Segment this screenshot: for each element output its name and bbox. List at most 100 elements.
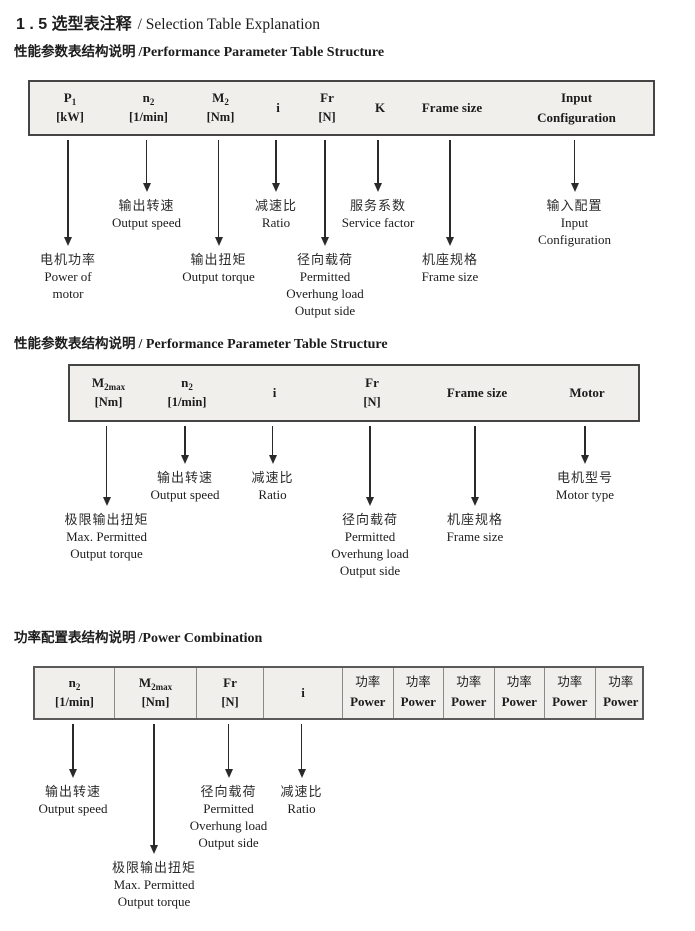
down-arrow-icon [471, 497, 479, 506]
down-arrow-icon [150, 845, 158, 854]
column-symbol: i [276, 99, 280, 115]
column-symbol: Motor [569, 384, 605, 400]
down-arrow-icon [374, 183, 382, 192]
performance-table-diagram-1: P1 [kW] n2 [1/min] M2 [Nm] i Fr [N] K [28, 80, 655, 320]
column-symbol: M2max [91, 375, 126, 393]
column-unit: [1/min] [129, 109, 168, 124]
column-unit: [N] [363, 394, 381, 409]
header-cell-fr: Fr [N] [197, 668, 264, 718]
header-cell-m2: M2 [Nm] [187, 82, 254, 134]
header-cell-n2: n2 [1/min] [35, 668, 115, 718]
column-symbol: Input [560, 90, 593, 106]
down-arrow-icon [64, 237, 72, 246]
down-arrow [72, 724, 74, 770]
down-arrow-icon [181, 455, 189, 464]
header-cell-p1: P1 [kW] [30, 82, 110, 134]
column-unit: [N] [318, 109, 336, 124]
column-unit: [Nm] [206, 109, 235, 124]
column-symbol: i [272, 384, 277, 400]
down-arrow [67, 140, 69, 238]
down-arrow-icon [214, 237, 223, 246]
down-arrow [474, 426, 476, 498]
header-cell-motor: Motor [532, 366, 642, 420]
section-heading-en: /Performance Parameter Table Structure [138, 45, 385, 60]
header-cell-n2: n2 [1/min] [147, 366, 227, 420]
column-symbol: n2 [68, 675, 81, 693]
header-cell-fr: Fr [N] [322, 366, 422, 420]
header-cell-frame-size: Frame size [422, 366, 532, 420]
down-arrow [369, 426, 371, 498]
down-arrow-icon [321, 237, 329, 246]
down-arrow-icon [297, 769, 306, 778]
performance-table-diagram-2: M2max [Nm] n2 [1/min] i Fr [N] Frame siz… [65, 364, 640, 580]
column-unit: [Nm] [141, 694, 170, 709]
down-arrow [271, 426, 274, 456]
column-symbol: M2max [138, 675, 173, 693]
column-symbol: Configuration [537, 109, 616, 125]
column-unit: [Nm] [94, 394, 123, 409]
column-symbol: M2 [212, 90, 229, 108]
column-symbol: n2 [181, 375, 193, 393]
header-cell-i: i [254, 82, 302, 134]
section-heading-performance-1: 性能参数表结构说明/Performance Parameter Table St… [14, 40, 384, 61]
down-arrow-icon [570, 183, 579, 192]
header-cell-i: i [264, 668, 343, 718]
down-arrow-icon [268, 455, 277, 464]
down-arrow [275, 140, 277, 184]
down-arrow-icon [102, 497, 111, 506]
table-header-row: P1 [kW] n2 [1/min] M2 [Nm] i Fr [N] K [28, 80, 655, 136]
header-cell-i: i [227, 366, 322, 420]
header-cell-k: K [352, 82, 408, 134]
column-unit: [N] [221, 694, 239, 709]
column-symbol: Frame size [446, 384, 508, 400]
down-arrow-icon [142, 183, 151, 192]
section-heading-cn: 性能参数表结构说明 [14, 336, 136, 351]
header-cell-fr: Fr [N] [302, 82, 352, 134]
column-symbol: K [374, 99, 386, 115]
down-arrow [217, 140, 220, 238]
header-cell-frame-size: Frame size [408, 82, 496, 134]
column-symbol: P1 [63, 90, 77, 108]
down-arrow-icon [581, 455, 589, 464]
column-symbol: i [301, 684, 305, 700]
table-header-row: M2max [Nm] n2 [1/min] i Fr [N] Frame siz… [68, 364, 640, 422]
column-unit: [1/min] [167, 394, 207, 409]
down-arrow-icon [224, 769, 233, 778]
section-heading-power-combination: 功率配置表结构说明/Power Combination [14, 626, 262, 647]
down-arrow [324, 140, 326, 238]
down-arrow [377, 140, 379, 184]
section-heading-en: / Performance Parameter Table Structure [138, 337, 388, 352]
down-arrow [153, 724, 155, 846]
column-symbol: Fr [365, 375, 379, 391]
